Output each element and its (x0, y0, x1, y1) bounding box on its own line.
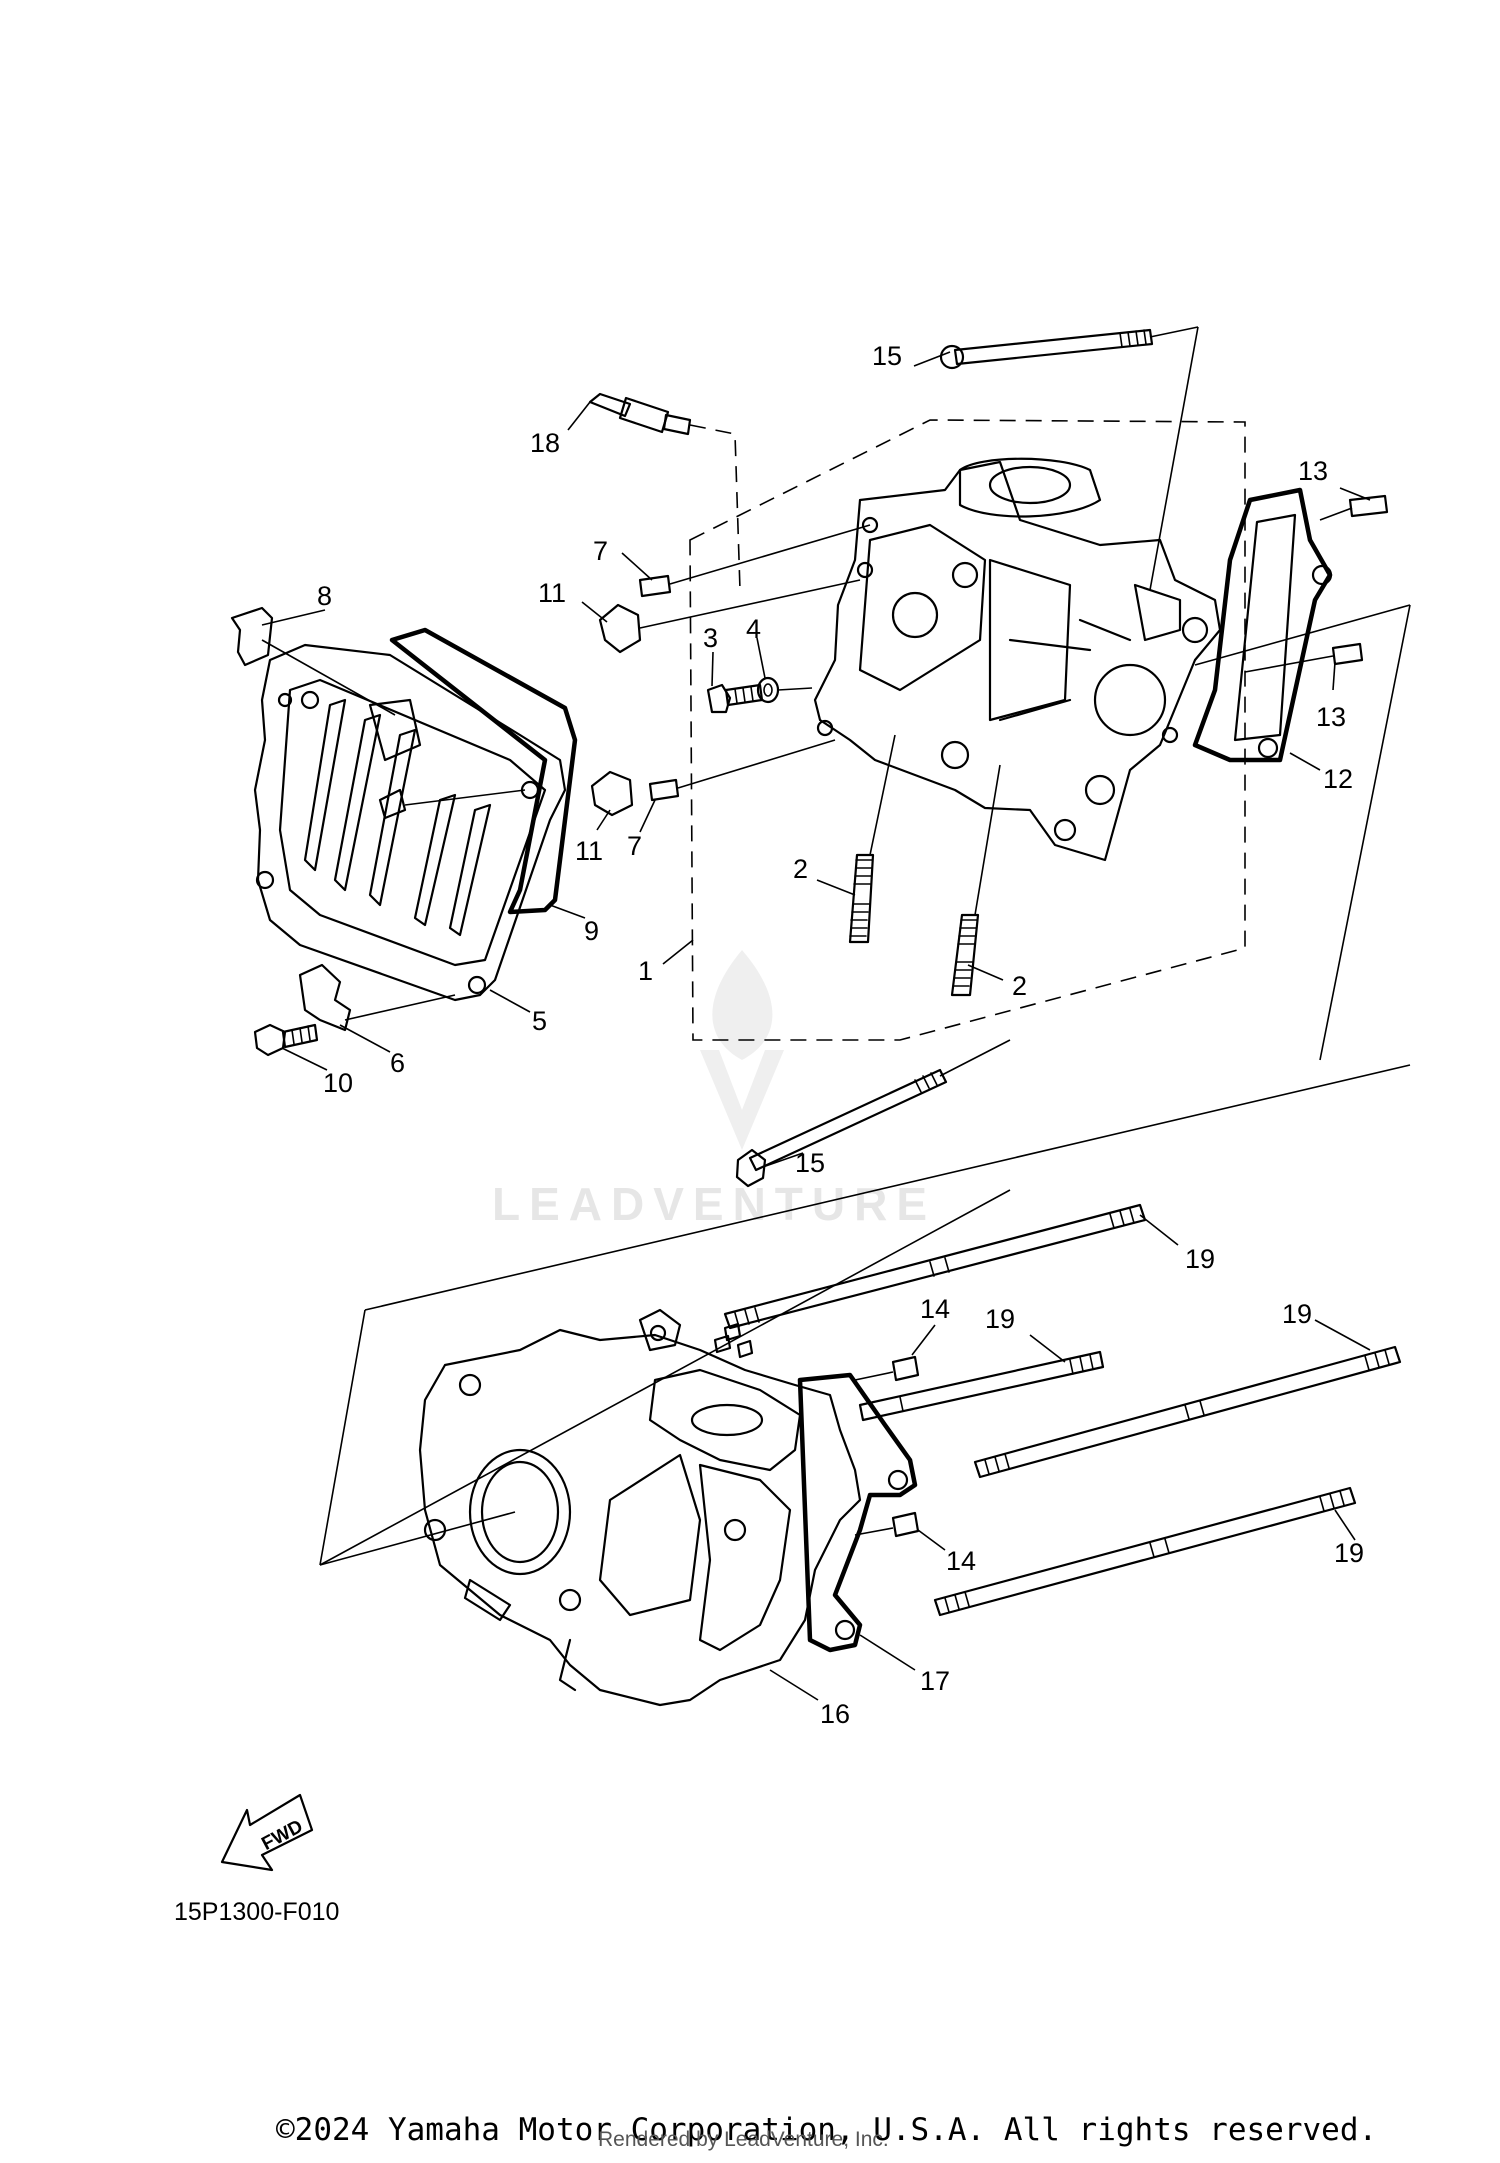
watermark-text: LEADVENTURE (492, 1178, 936, 1230)
callout-8: 8 (317, 581, 332, 611)
phantom-line-head (1194, 604, 1411, 666)
cylinder-head-bolt-top (939, 326, 1199, 370)
callout-2-left: 2 (793, 854, 808, 884)
phantom-line-upper (1149, 326, 1199, 591)
spark-plug (588, 392, 741, 591)
flange-bolt-11-upper (598, 579, 861, 654)
callout-9: 9 (584, 916, 599, 946)
dowel-pin-7-upper (638, 524, 871, 598)
callout-17: 17 (920, 1666, 950, 1696)
cylinder-head-cover (253, 643, 567, 1002)
callout-1: 1 (638, 956, 653, 986)
fwd-label: FWD (258, 1816, 306, 1855)
dowel-pin-13-upper (1319, 494, 1389, 521)
stud-19-d (933, 1486, 1357, 1617)
cylinder-gasket (638, 1308, 918, 1653)
phantom-line-left (319, 1309, 366, 1566)
callout-labels: 15 18 13 7 11 8 3 4 13 12 11 7 2 9 1 2 5… (317, 341, 1364, 1729)
callout-14-upper: 14 (920, 1294, 950, 1324)
head-side-gasket (1192, 487, 1333, 763)
diagram-code: 15P1300-F010 (174, 1898, 340, 1926)
clip-6 (298, 963, 456, 1032)
cylinder (319, 1322, 862, 1707)
callout-7-upper: 7 (593, 536, 608, 566)
head-assembly-dashed-box (689, 419, 1246, 1041)
callout-11-upper: 11 (538, 578, 566, 608)
stud-19-a (723, 1203, 1147, 1330)
clip-8 (230, 606, 396, 716)
washer-4 (756, 676, 813, 704)
phantom-line-top (364, 1064, 1411, 1311)
cylinder-head (813, 457, 1222, 862)
callout-12: 12 (1323, 764, 1353, 794)
callout-leaders (261, 351, 1371, 1701)
callout-19-c: 19 (1282, 1299, 1312, 1329)
callout-2-right: 2 (1012, 971, 1027, 1001)
cylinder-head-bolt-bottom (735, 1039, 1011, 1188)
callout-7-lower: 7 (627, 831, 642, 861)
callout-19-d: 19 (1334, 1538, 1364, 1568)
callout-13-upper: 13 (1298, 456, 1328, 486)
callout-16: 16 (820, 1699, 850, 1729)
stud-bolt-2-right (950, 764, 1001, 997)
stud-19-c (973, 1345, 1402, 1479)
dowel-pin-13-lower (1244, 642, 1364, 673)
callout-14-lower: 14 (946, 1546, 976, 1576)
flange-bolt-11-lower (590, 770, 634, 817)
callout-3: 3 (703, 623, 718, 653)
callout-4: 4 (746, 614, 761, 644)
dowel-pin-14-lower (854, 1511, 920, 1538)
callout-19-b: 19 (985, 1304, 1015, 1334)
callout-19-a: 19 (1185, 1244, 1215, 1274)
stud-bolt-2-left (848, 734, 896, 944)
fwd-arrow: FWD (220, 1793, 314, 1872)
phantom-line-right (1319, 604, 1411, 1061)
callout-15-top: 15 (872, 341, 902, 371)
callout-5: 5 (532, 1006, 547, 1036)
callout-11-lower: 11 (575, 836, 603, 866)
stud-19-b (858, 1350, 1105, 1422)
dowel-pin-7-lower (648, 739, 836, 802)
callout-18: 18 (530, 428, 560, 458)
copyright-notice: ©2024 Yamaha Motor Corporation, U.S.A. A… (276, 2112, 1378, 2148)
callout-15-bottom: 15 (795, 1148, 825, 1178)
callout-10: 10 (323, 1068, 353, 1098)
leadventure-watermark: LEADVENTURE (492, 950, 936, 1230)
dowel-pin-14-upper (854, 1355, 920, 1382)
callout-13-lower: 13 (1316, 702, 1346, 732)
bolt-3 (706, 683, 764, 714)
rendered-by-notice: Rendered by LeadVenture, Inc. (598, 2128, 889, 2151)
callout-6: 6 (390, 1048, 405, 1078)
